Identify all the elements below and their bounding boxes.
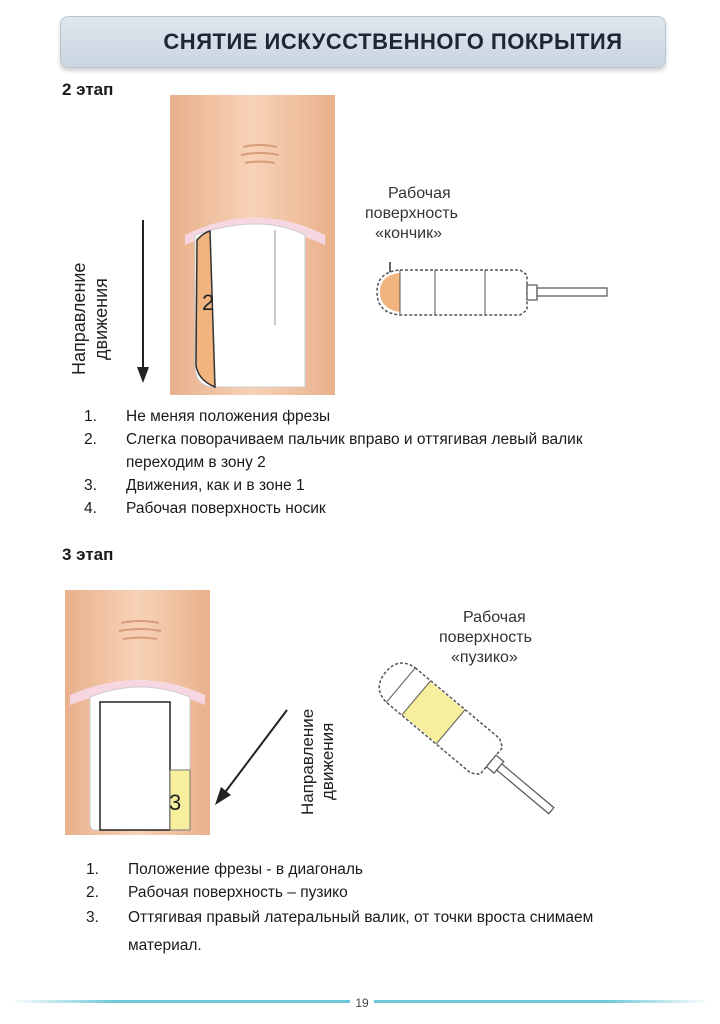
drill-bit-illustration [376,269,608,316]
list-item: 1.Положение фрезы - в диагональ [86,861,363,878]
drill-bit-illustration [378,662,555,815]
list-item: 3.Оттягивая правый латеральный валик, от… [86,909,594,954]
zone3-number: 3 [169,790,181,815]
header-banner: СНЯТИЕ ИСКУССТВЕННОГО ПОКРЫТИЯ [60,16,666,68]
direction-label-1: Направление [298,709,317,815]
list-item: 2.Рабочая поверхность – пузико [86,884,348,901]
stage3-heading: 3 этап [62,545,114,564]
stage2-heading: 2 этап [62,80,114,99]
stage2-figure: 2 Направление движения Рабочая поверхнос… [69,95,608,395]
list-item: 4.Рабочая поверхность носик [84,500,326,517]
stage2-steps: 1.Не меняя положения фрезы 2.Слегка пово… [84,405,664,520]
zone2-area [195,230,216,389]
stage3-steps: 1.Положение фрезы - в диагональ 2.Рабоча… [86,858,666,960]
list-item: 1.Не меняя положения фрезы [84,408,331,425]
stage3-figure: 3 Направление движения Рабочая поверхнос… [65,590,555,835]
surface-label-2: поверхность [439,629,532,646]
list-item: 3.Движения, как и в зоне 1 [84,477,305,494]
direction-label-2: движения [318,723,337,800]
list-item: 2.Слегка поворачиваем пальчик вправо и о… [84,431,583,471]
arrow-diagonal-icon [215,787,231,805]
surface-label-3: «кончик» [375,225,442,242]
surface-label-1: Рабочая [463,609,526,626]
arrow-down-icon [137,367,149,383]
surface-label-2: поверхность [365,205,458,222]
direction-label-1: Направление [69,263,89,375]
zone3-area [169,769,191,831]
zone2-number: 2 [202,290,214,315]
direction-label-2: движения [91,278,111,360]
surface-label-1: Рабочая [388,185,451,202]
surface-label-3: «пузико» [451,649,518,666]
page-number: 19 [350,996,374,1010]
page-title: СНЯТИЕ ИСКУССТВЕННОГО ПОКРЫТИЯ [163,29,623,54]
